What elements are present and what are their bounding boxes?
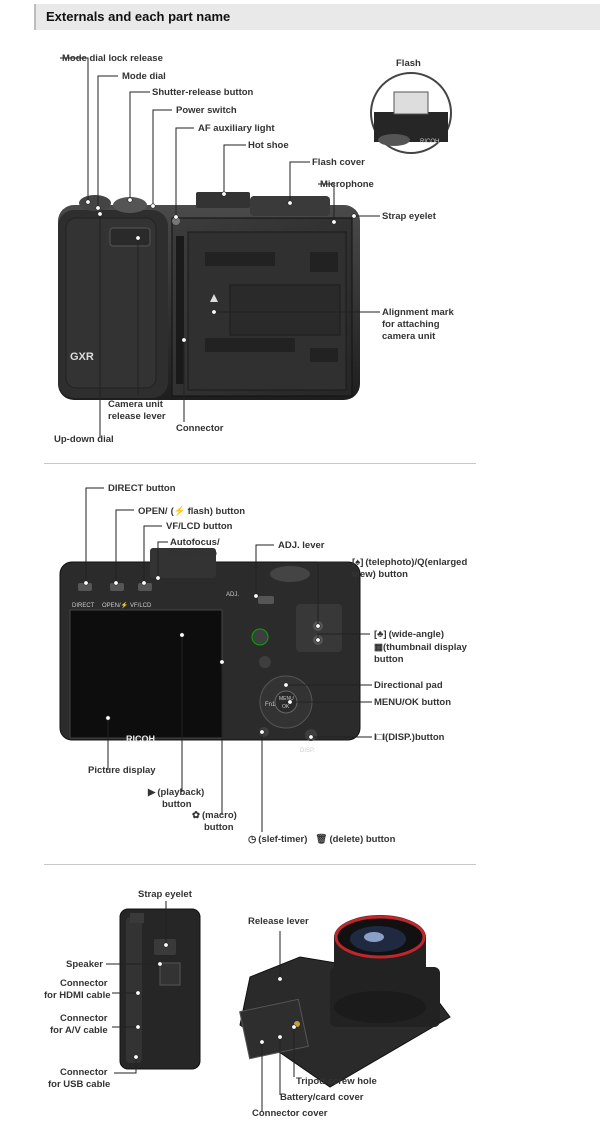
label-alignment-mark: for attaching [382, 319, 440, 330]
label-flash: Flash [396, 58, 421, 69]
label-thumbnail-button: button [374, 654, 404, 665]
camera-side-bottom-diagram: Strap eyelet Speaker Connector for HDMI … [44, 889, 451, 1119]
camera-unit-bottom [239, 915, 451, 1088]
label-tripod-screw-hole: Tripod screw hole [296, 1076, 377, 1087]
label-connector-cover: Connector cover [252, 1108, 328, 1119]
label-hdmi-connector: for HDMI cable [44, 990, 111, 1001]
label-power-switch: Power switch [176, 105, 237, 116]
label-strap-eyelet: Strap eyelet [138, 889, 193, 900]
label-open-flash-button: OPEN/(⚡flash) button [138, 505, 245, 517]
leader-lines [60, 57, 380, 437]
camera-body-back-diagram: DIRECT OPEN/⚡ VF/LCD ADJ. Fn1 MENU OK DI… [59, 483, 468, 845]
brand-gxr: GXR [70, 351, 94, 363]
label-camera-unit-release-lever: Camera unit [108, 399, 164, 410]
label-microphone: Microphone [320, 179, 374, 190]
body-brand-ricoh: RICOH [126, 734, 155, 744]
label-telephoto-button: [♠](telephoto)/Q(enlarged [352, 557, 467, 568]
leader-dots [85, 191, 357, 343]
label-wide-angle-button: [♣](wide-angle) [374, 629, 444, 640]
label-self-timer-delete-button: ◷(slef-timer)🗑(delete) button [248, 833, 396, 845]
body-adj-text: ADJ. [226, 592, 239, 598]
label-release-lever: Release lever [248, 916, 309, 927]
label-up-down-dial: Up-down dial [54, 434, 114, 445]
body-open-text: OPEN/⚡ [102, 601, 128, 609]
label-vf-lcd-button: VF/LCD button [166, 521, 233, 532]
label-thumbnail-button: ▦(thumbnail display [374, 642, 468, 653]
flash-inset: RICOH [370, 72, 452, 154]
body-vflcd-text: VF/LCD [130, 603, 152, 609]
label-av-connector: for A/V cable [50, 1025, 108, 1036]
section-divider [44, 864, 476, 865]
leader-dots [83, 575, 321, 740]
label-direct-button: DIRECT button [108, 483, 176, 494]
label-adj-lever: ADJ. lever [278, 540, 325, 551]
label-hot-shoe: Hot shoe [248, 140, 289, 151]
label-alignment-mark: Alignment mark [382, 307, 455, 318]
label-speaker: Speaker [66, 959, 103, 970]
body-disp-text: DISP. [300, 748, 315, 754]
label-picture-display: Picture display [88, 765, 156, 776]
label-alignment-mark: camera unit [382, 331, 436, 342]
label-mode-dial-lock-release: Mode dial lock release [62, 53, 163, 64]
camera-body-front: GXR [58, 192, 360, 400]
label-battery-card-cover: Battery/card cover [280, 1092, 364, 1103]
label-macro-button: button [204, 822, 234, 833]
label-autofocus-flash-lamp: flash lamp [170, 548, 217, 559]
label-usb-connector: Connector [60, 1067, 108, 1078]
camera-body-side [119, 908, 201, 1070]
leader-lines [106, 901, 295, 1112]
label-strap-eyelet: Strap eyelet [382, 211, 437, 222]
leader-dots [133, 942, 297, 1060]
brand-ricoh-small: RICOH [420, 139, 439, 145]
label-usb-connector: for USB cable [48, 1079, 110, 1090]
label-hdmi-connector: Connector [60, 978, 108, 989]
section-title: Externals and each part name [46, 9, 231, 24]
label-mode-dial: Mode dial [122, 71, 166, 82]
label-shutter-release-button: Shutter-release button [152, 87, 254, 98]
section-header: Externals and each part name [34, 4, 600, 30]
label-camera-unit-release-lever: release lever [108, 411, 166, 422]
leader-lines [85, 487, 372, 832]
label-connector: Connector [176, 423, 224, 434]
label-macro-button: ✿(macro) [192, 810, 237, 821]
label-flash-cover: Flash cover [312, 157, 365, 168]
label-telephoto-button: view) button [352, 569, 408, 580]
label-playback-button: button [162, 799, 192, 810]
body-menu-text: MENU [279, 696, 294, 702]
camera-body-back: DIRECT OPEN/⚡ VF/LCD ADJ. Fn1 MENU OK DI… [59, 548, 361, 754]
label-playback-button: ▶(playback) [147, 787, 204, 798]
label-av-connector: Connector [60, 1013, 108, 1024]
label-menu-ok-button: MENU/OK button [374, 697, 451, 708]
body-ok-text: OK [282, 704, 290, 710]
label-disp-button: I□I(DISP.)button [374, 732, 445, 743]
camera-body-front-diagram: GXR RICOH Mode [54, 53, 455, 445]
label-autofocus-flash-lamp: Autofocus/ [170, 537, 220, 548]
body-fn1-text: Fn1 [265, 702, 276, 708]
body-direct-text: DIRECT [72, 603, 95, 609]
section-divider [44, 463, 476, 464]
label-af-auxiliary-light: AF auxiliary light [198, 123, 275, 134]
label-directional-pad: Directional pad [374, 680, 443, 691]
